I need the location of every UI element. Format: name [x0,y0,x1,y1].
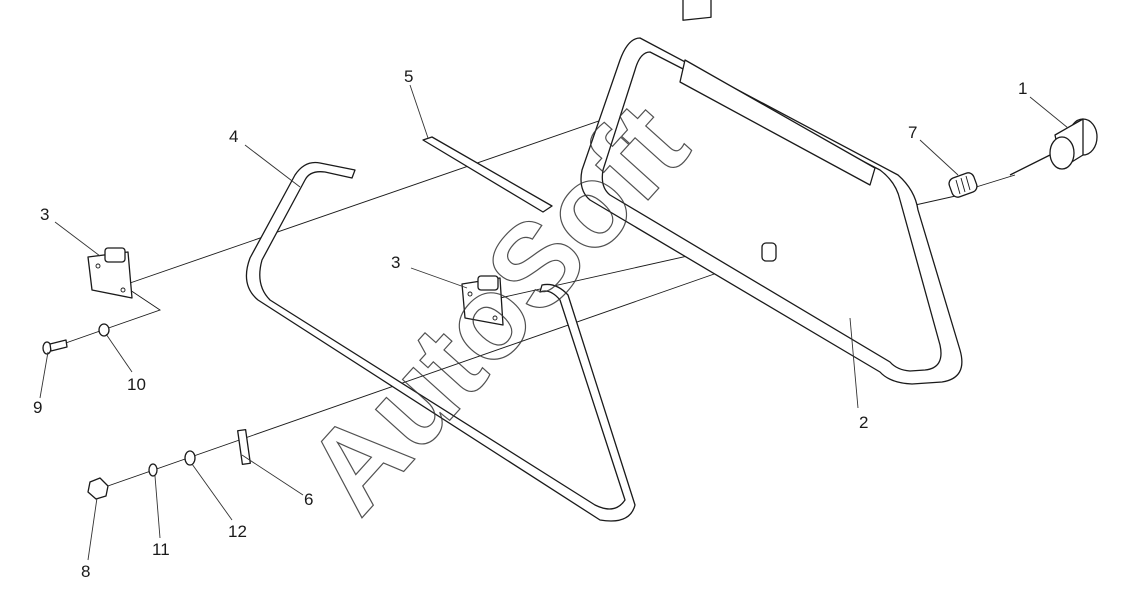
callout-9: 9 [33,398,42,417]
frame-tab-left [682,0,712,21]
part-7-spring [948,172,978,198]
callout-3-left: 3 [40,205,49,224]
callout-10: 10 [127,375,146,394]
axis-line-screw [59,289,162,346]
part-1-knob [1009,118,1098,176]
callout-8: 8 [81,562,90,581]
callout-4: 4 [229,127,238,146]
part-4-bent-bar [245,161,636,522]
part-3-hinge-center [461,275,504,326]
frame-mounting-bar [679,59,876,186]
part-11-lock-washer [148,463,158,477]
part-3-hinge-left [87,247,133,299]
callout-6: 6 [304,490,313,509]
callout-12: 12 [228,522,247,541]
part-2-frame [580,0,963,385]
callout-2: 2 [859,413,868,432]
callout-5: 5 [404,67,413,86]
part-5-strip [422,136,553,213]
watermark-text: AutoSoft [281,79,712,537]
callout-1: 1 [1018,79,1027,98]
callout-3-center: 3 [391,253,400,272]
part-8-nut [87,477,109,500]
part-10-washer [98,323,110,337]
part-12-washer [184,450,196,466]
callout-11: 11 [152,540,170,559]
callout-numbers: 1 2 3 3 4 5 6 7 8 9 10 11 12 [33,67,1027,581]
callout-7: 7 [908,123,917,142]
frame-spacer [761,242,777,262]
part-9-screw [42,339,68,355]
part-6-plate [237,428,251,466]
callout-leaders [39,84,1069,561]
axis-line-bolt [104,257,761,488]
